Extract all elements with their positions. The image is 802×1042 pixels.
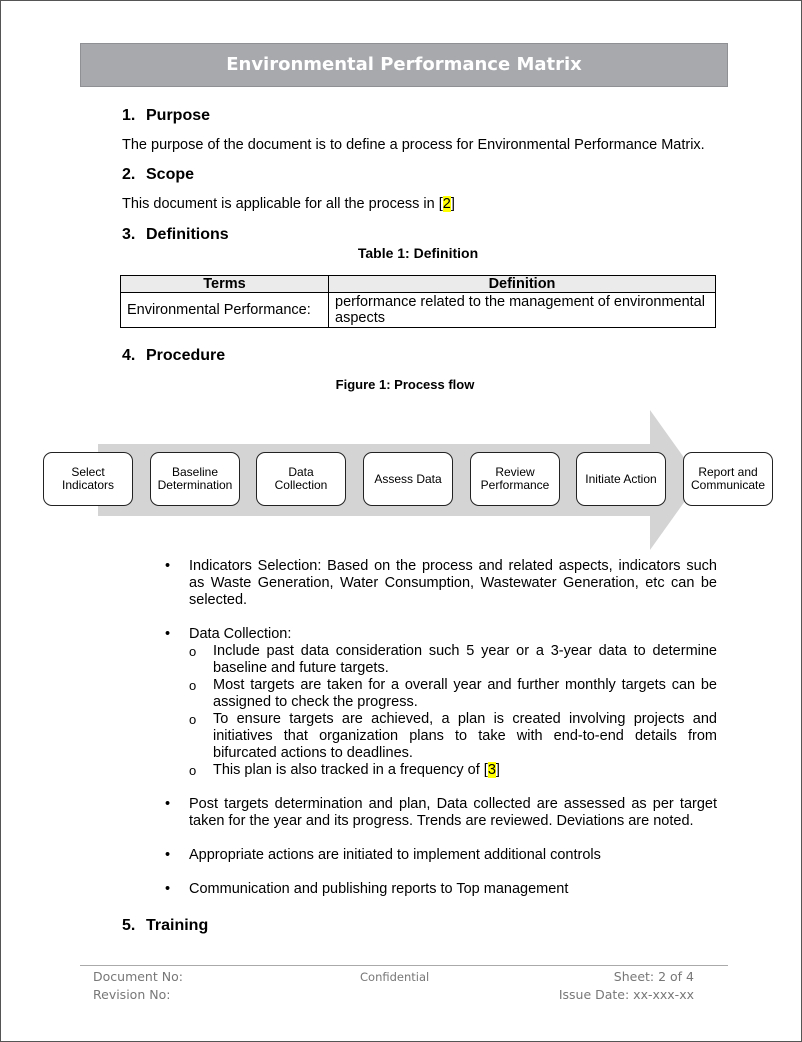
flow-step-line: Review — [495, 465, 535, 479]
list-item: • Appropriate actions are initiated to im… — [165, 847, 717, 864]
definition-cell: performance related to the management of… — [328, 292, 716, 328]
section-title: Scope — [146, 166, 195, 183]
procedure-heading: 4. Procedure — [122, 347, 225, 365]
footer-revision-no: Revision No: — [93, 987, 171, 1002]
sub-list-item-text: To ensure targets are achieved, a plan i… — [213, 711, 717, 761]
flow-step-line: Initiate Action — [585, 471, 657, 486]
flow-step-line: Report and — [698, 465, 758, 479]
footer-document-no: Document No: — [93, 969, 183, 984]
list-item: • Indicators Selection: Based on the proc… — [165, 558, 717, 609]
sub-list-item-text: This plan is also tracked in a frequency… — [213, 762, 488, 778]
definitions-heading: 3. Definitions — [122, 226, 229, 244]
flow-step-label: Assess Data — [374, 471, 442, 486]
list-item-text: Indicators Selection: Based on the proce… — [189, 558, 717, 608]
list-item-text: Appropriate actions are initiated to imp… — [189, 847, 601, 863]
section-number: 5. — [122, 917, 136, 934]
column-header-terms: Terms — [120, 275, 329, 293]
reference-highlight: 2 — [442, 196, 451, 212]
circle-bullet-icon: o — [189, 712, 197, 727]
column-header-definition: Definition — [328, 275, 716, 293]
term-cell: Environmental Performance: — [120, 292, 329, 328]
section-number: 4. — [122, 347, 136, 364]
sub-list-item: o Most targets are taken for a overall ye… — [165, 677, 717, 711]
footer-divider — [80, 965, 728, 966]
sub-list-item-text-end: ] — [495, 762, 500, 778]
section-number: 2. — [122, 166, 136, 183]
list-item-text: Data Collection: — [189, 626, 292, 642]
table-caption: Table 1: Definition — [357, 245, 479, 261]
sub-list-item-text: Include past data consideration such 5 y… — [213, 643, 717, 676]
definitions-table: Terms Definition Environmental Performan… — [120, 275, 716, 328]
list-item: • Post targets determination and plan, Da… — [165, 796, 717, 830]
section-title: Purpose — [146, 107, 211, 124]
scope-text-start: This document is applicable for all the … — [122, 196, 443, 212]
purpose-text: The purpose of the document is to define… — [122, 137, 705, 153]
sub-list-item-text: Most targets are taken for a overall yea… — [213, 677, 717, 710]
figure-caption: Figure 1: Process flow — [335, 377, 475, 392]
table-header-row: Terms Definition — [120, 275, 716, 293]
section-title: Definitions — [146, 226, 229, 243]
scope-text-end: ] — [450, 196, 455, 212]
table-row: Environmental Performance: performance r… — [120, 292, 716, 328]
reference-highlight: 3 — [487, 762, 496, 778]
footer-confidential: Confidential — [360, 970, 430, 984]
scope-text: This document is applicable for all the … — [122, 196, 455, 212]
document-title: Environmental Performance Matrix — [80, 43, 728, 87]
flow-step-line: Indicators — [61, 478, 115, 492]
flow-step-line: Collection — [274, 478, 328, 492]
footer-issue-date: Issue Date: xx-xxx-xx — [558, 987, 694, 1002]
section-title: Procedure — [146, 347, 226, 364]
flow-step-line: Determination — [157, 478, 233, 492]
list-item: • Data Collection: o Include past data con… — [165, 626, 717, 779]
flow-step-line: Performance — [480, 478, 550, 492]
section-title: Training — [146, 917, 209, 934]
flow-step-line: Assess Data — [374, 471, 442, 486]
sub-list: o Include past data consideration such 5 … — [165, 643, 717, 779]
flow-step-label: Initiate Action — [585, 471, 657, 486]
circle-bullet-icon: o — [189, 644, 197, 659]
section-number: 3. — [122, 226, 136, 243]
circle-bullet-icon: o — [189, 763, 197, 778]
flow-step-initiate-action: Initiate Action — [576, 452, 666, 506]
flow-step-line: Communicate — [690, 478, 766, 492]
bullet-icon: • — [165, 558, 171, 574]
section-number: 1. — [122, 107, 136, 124]
flow-step-line: Select — [71, 465, 105, 479]
procedure-bullet-list: • Indicators Selection: Based on the proc… — [165, 558, 717, 915]
training-heading: 5. Training — [122, 917, 208, 935]
list-item-text: Communication and publishing reports to … — [189, 881, 569, 897]
sub-list-item: o This plan is also tracked in a frequenc… — [165, 762, 717, 779]
circle-bullet-icon: o — [189, 678, 197, 693]
list-item-text: Post targets determination and plan, Dat… — [189, 796, 717, 829]
flow-step-assess-data: Assess Data — [363, 452, 453, 506]
list-item: • Communication and publishing reports to… — [165, 881, 717, 898]
footer-sheet: Sheet: 2 of 4 — [613, 969, 694, 984]
bullet-icon: • — [165, 881, 171, 897]
bullet-icon: • — [165, 626, 171, 642]
scope-heading: 2. Scope — [122, 166, 194, 184]
purpose-heading: 1. Purpose — [122, 107, 210, 125]
sub-list-item: o Include past data consideration such 5 … — [165, 643, 717, 677]
flow-step-line: Data — [288, 465, 314, 479]
bullet-icon: • — [165, 796, 171, 812]
bullet-icon: • — [165, 847, 171, 863]
flow-step-line: Baseline — [171, 465, 218, 479]
sub-list-item: o To ensure targets are achieved, a plan … — [165, 711, 717, 762]
